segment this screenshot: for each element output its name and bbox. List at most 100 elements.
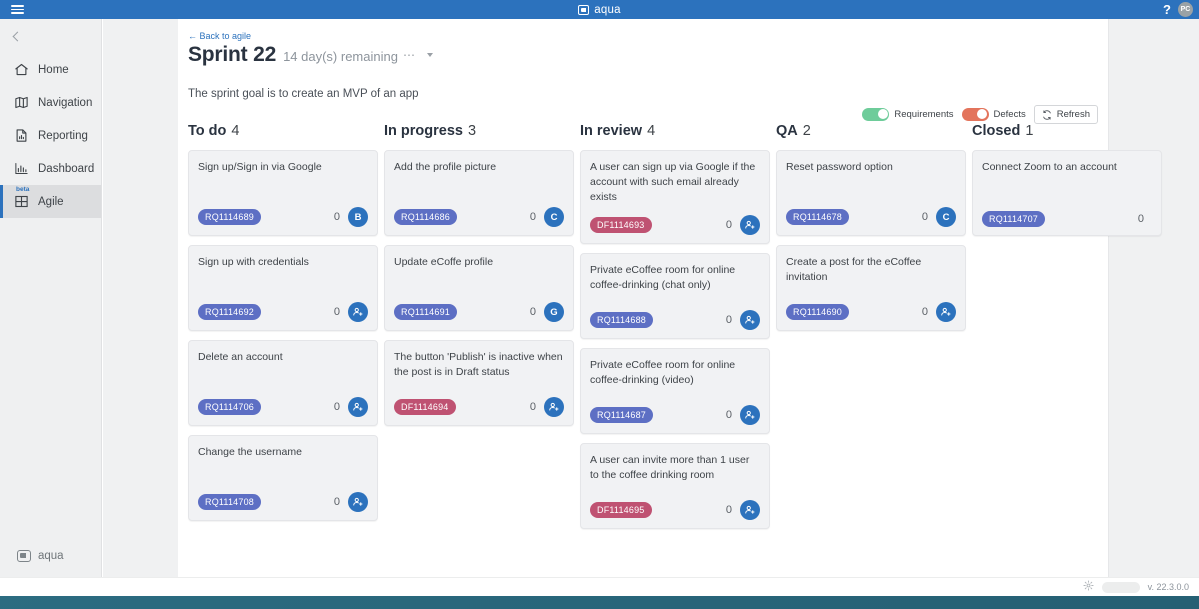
- user-avatar[interactable]: PC: [1178, 2, 1193, 17]
- board-card[interactable]: A user can sign up via Google if the acc…: [580, 150, 770, 244]
- card-count: 0: [529, 306, 536, 318]
- requirements-toggle[interactable]: [862, 108, 890, 121]
- card-id-badge[interactable]: RQ1114708: [198, 494, 262, 510]
- card-count: 0: [725, 408, 732, 421]
- card-count: 0: [529, 211, 536, 223]
- card-id-badge[interactable]: RQ1114678: [786, 209, 850, 225]
- sidebar: Home Navigation Reporting: [0, 19, 102, 577]
- beta-badge: beta: [16, 186, 30, 193]
- chevron-left-icon: [12, 31, 23, 41]
- aqua-logo-label: aqua: [38, 550, 64, 562]
- card-id-badge[interactable]: RQ1114692: [198, 304, 262, 320]
- card-title: A user can invite more than 1 user to th…: [590, 453, 750, 481]
- add-assignee-icon[interactable]: [740, 404, 760, 425]
- chevron-down-icon[interactable]: [426, 53, 433, 57]
- board-card[interactable]: The button 'Publish' is inactive when th…: [384, 340, 574, 426]
- card-id-badge[interactable]: RQ1114689: [198, 209, 262, 225]
- card-id-badge[interactable]: DF1114693: [590, 216, 652, 233]
- add-assignee-icon[interactable]: [348, 302, 368, 322]
- card-count: 0: [725, 313, 732, 326]
- add-assignee-icon[interactable]: [348, 492, 368, 512]
- card-id-badge[interactable]: RQ1114687: [590, 406, 654, 423]
- assignee-avatar[interactable]: C: [544, 207, 564, 227]
- assignee-avatar[interactable]: G: [544, 302, 564, 322]
- defects-toggle[interactable]: [961, 108, 989, 121]
- hamburger-menu-icon[interactable]: [0, 0, 34, 19]
- back-to-agile-link[interactable]: ← Back to agile: [188, 31, 252, 41]
- help-question-icon[interactable]: ?: [1163, 2, 1171, 17]
- card-count: 0: [333, 306, 340, 318]
- defects-filter: Defects: [961, 108, 1026, 121]
- add-assignee-icon[interactable]: [544, 397, 564, 417]
- card-title: Private eCoffee room for online coffee-d…: [590, 358, 736, 386]
- refresh-icon: [1042, 109, 1052, 120]
- board-toolbar: Requirements Defects Refresh: [862, 105, 1098, 124]
- card-title: Update eCoffe profile: [394, 256, 494, 268]
- toggle-knob: [877, 109, 888, 120]
- sidebar-item-home[interactable]: Home: [0, 53, 101, 86]
- card-count: 0: [725, 218, 732, 231]
- card-id-badge[interactable]: DF1114694: [394, 399, 456, 415]
- board-card[interactable]: Private eCoffee room for online coffee-d…: [580, 252, 770, 339]
- requirements-toggle-label: Requirements: [894, 109, 954, 120]
- sidebar-item-dashboard[interactable]: Dashboard: [0, 152, 101, 185]
- add-assignee-icon[interactable]: [348, 397, 368, 417]
- card-id-badge[interactable]: RQ1114686: [394, 209, 458, 225]
- refresh-button[interactable]: Refresh: [1033, 105, 1098, 124]
- board-card[interactable]: A user can invite more than 1 user to th…: [580, 442, 770, 529]
- card-title: A user can sign up via Google if the acc…: [590, 161, 756, 203]
- card-id-badge[interactable]: RQ1114691: [394, 304, 458, 320]
- column-title: QA: [776, 123, 798, 139]
- sidebar-item-agile[interactable]: beta Agile: [0, 185, 101, 218]
- add-assignee-icon[interactable]: [740, 214, 760, 235]
- board-card[interactable]: Create a post for the eCoffee invitation…: [776, 245, 966, 331]
- bar-chart-icon: [14, 161, 29, 176]
- card-id-badge[interactable]: RQ1114690: [786, 304, 850, 320]
- sidebar-item-navigation[interactable]: Navigation: [0, 86, 101, 119]
- add-assignee-icon[interactable]: [740, 309, 760, 330]
- sidebar-collapse-button[interactable]: [0, 19, 101, 53]
- add-assignee-icon[interactable]: [936, 302, 956, 322]
- card-id-badge[interactable]: RQ1114706: [198, 399, 262, 415]
- add-assignee-icon[interactable]: [740, 499, 760, 520]
- top-bar-actions: ? PC: [1163, 0, 1193, 19]
- assignee-avatar[interactable]: B: [348, 207, 368, 227]
- version-label: v. 22.3.0.0: [1147, 582, 1189, 592]
- ellipsis-icon[interactable]: ⋯: [402, 48, 416, 62]
- card-count: 0: [333, 211, 340, 223]
- sidebar-item-label: Agile: [38, 195, 64, 208]
- board-card[interactable]: Private eCoffee room for online coffee-d…: [580, 347, 770, 434]
- top-bar-brand: aqua: [0, 0, 1199, 19]
- assignee-avatar[interactable]: C: [936, 207, 956, 227]
- sprint-remaining-label: 14 day(s) remaining: [283, 49, 398, 64]
- requirements-filter: Requirements: [862, 108, 954, 121]
- card-id-badge[interactable]: DF1114695: [590, 501, 652, 518]
- column-count: 2: [802, 123, 811, 139]
- top-bar: aqua ? PC: [0, 0, 1199, 19]
- card-id-badge[interactable]: RQ1114707: [982, 211, 1046, 227]
- card-count: 0: [921, 211, 928, 223]
- column-count: 1: [1025, 123, 1034, 139]
- gear-icon[interactable]: [1083, 580, 1094, 594]
- card-id-badge[interactable]: RQ1114688: [590, 311, 654, 328]
- sidebar-item-reporting[interactable]: Reporting: [0, 119, 101, 152]
- card-count: 0: [725, 503, 732, 516]
- sidebar-item-label: Reporting: [38, 129, 88, 142]
